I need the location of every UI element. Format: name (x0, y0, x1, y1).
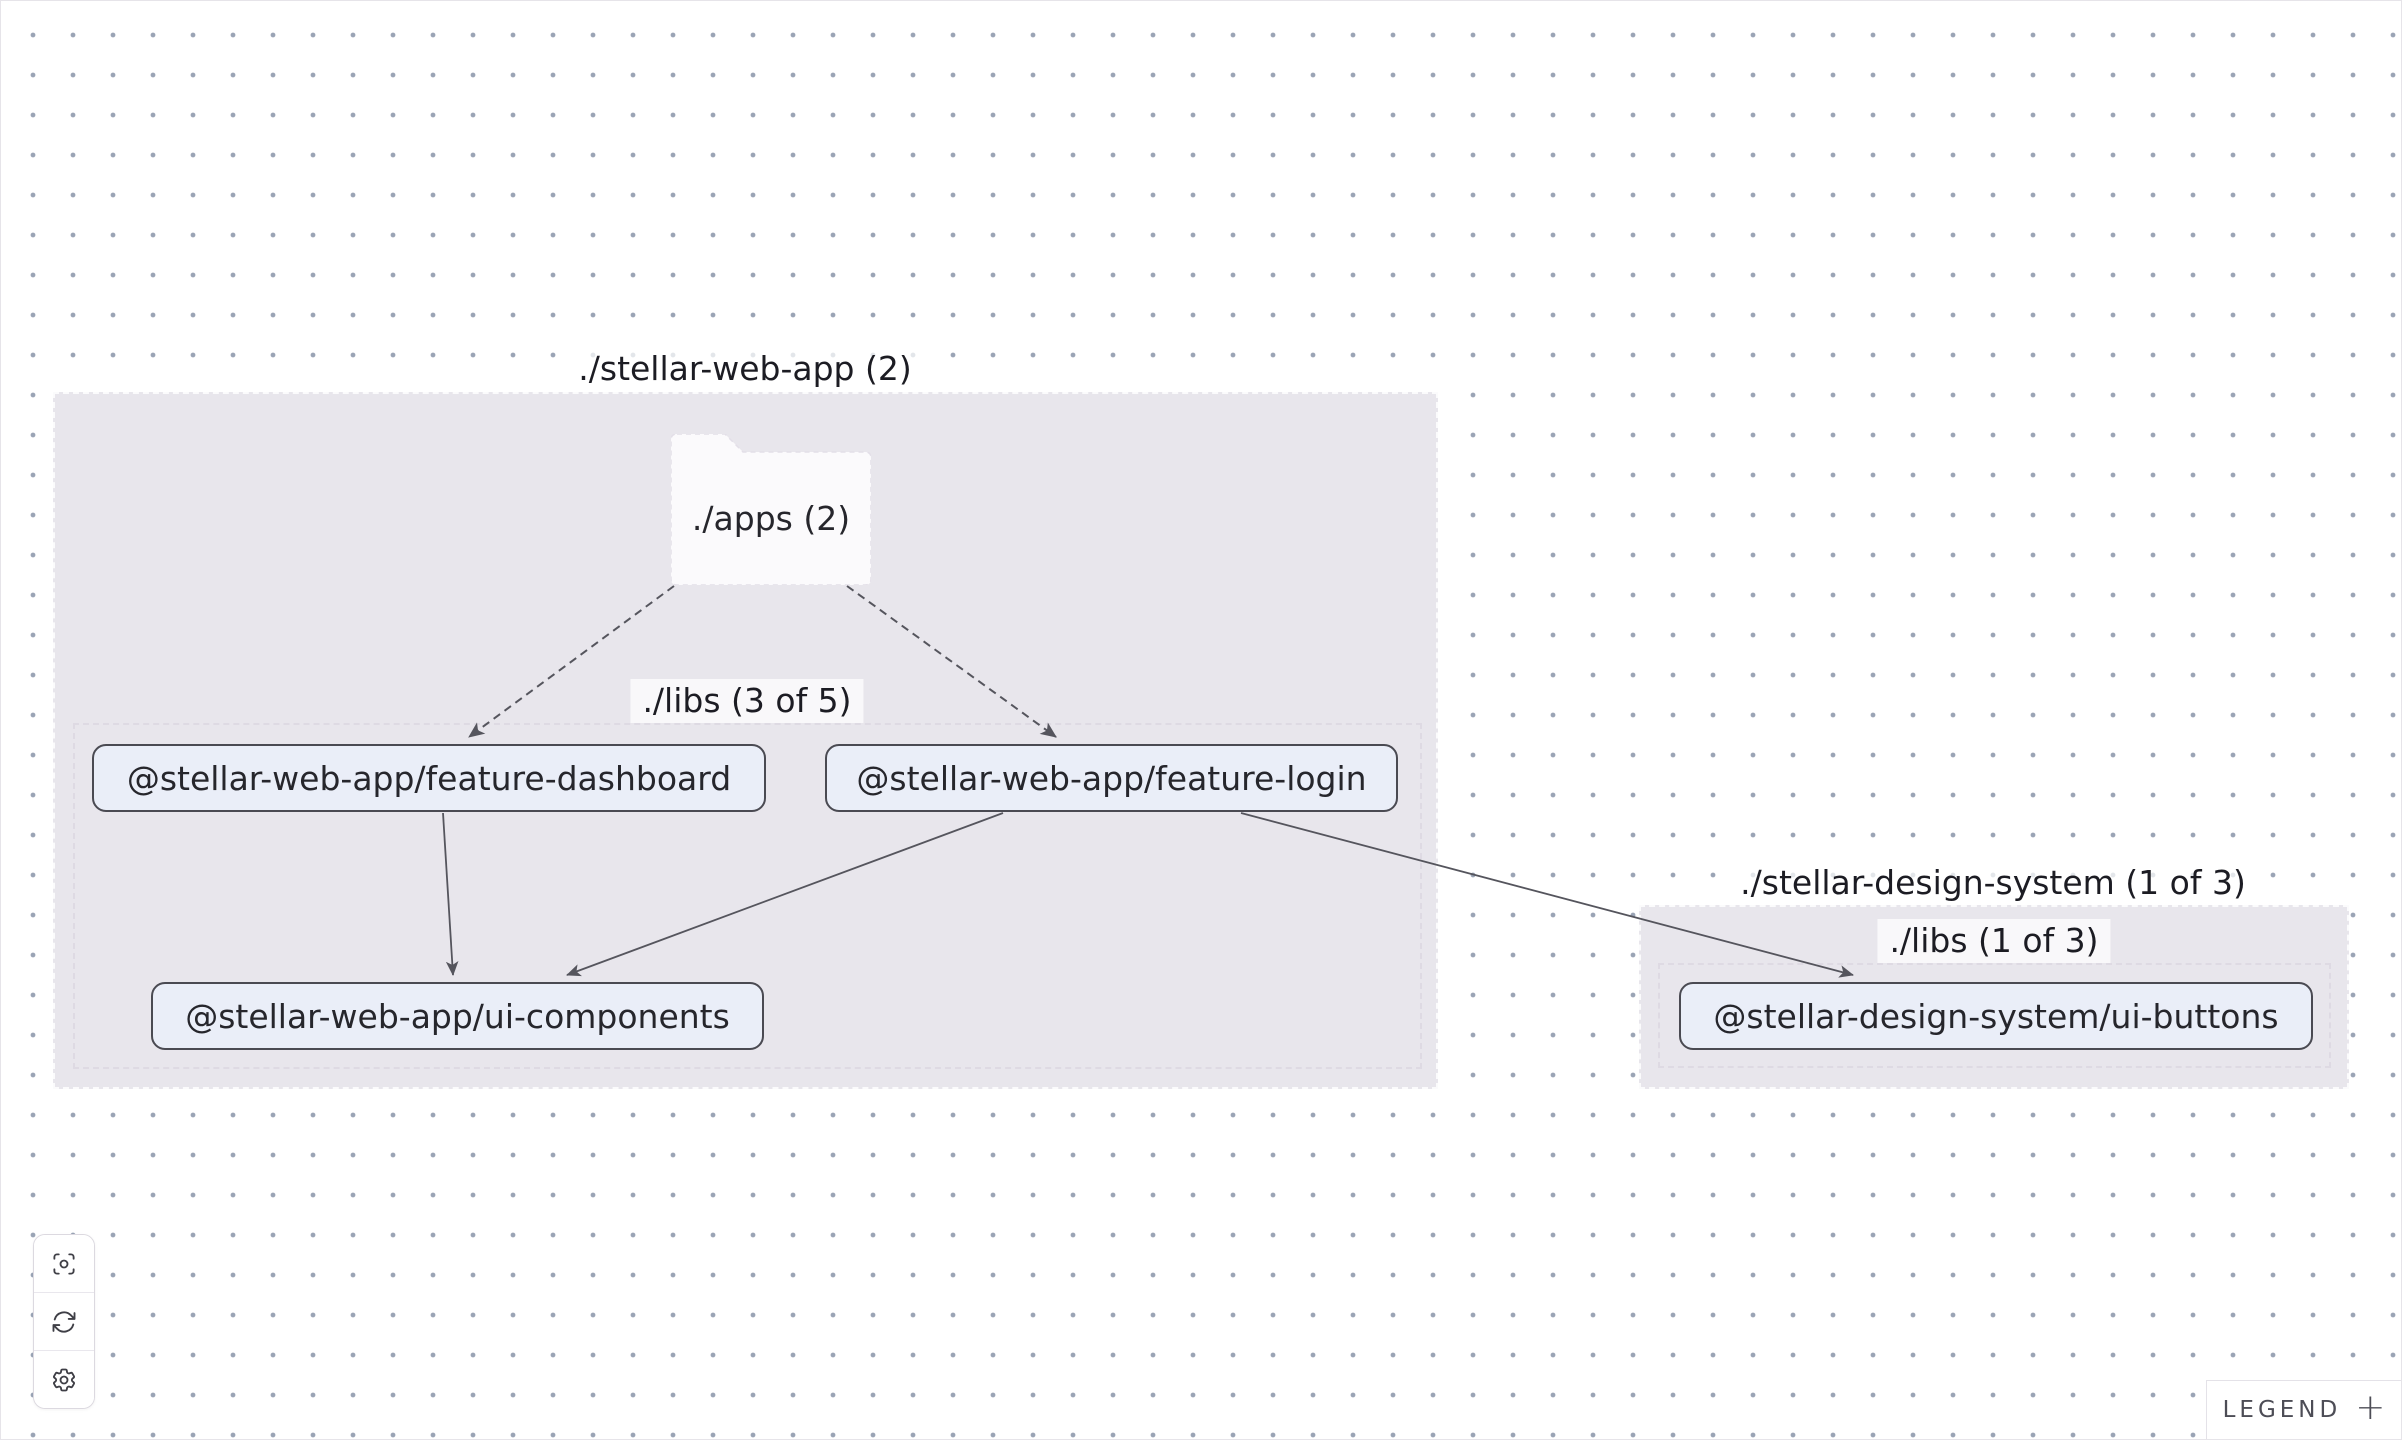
group-label-stellar-web-app: ./stellar-web-app (2) (566, 347, 924, 391)
focus-center-icon (53, 1252, 75, 1275)
canvas-toolbar (33, 1234, 95, 1409)
project-node-feature-login[interactable]: @stellar-web-app/feature-login (825, 744, 1398, 812)
folder-label-apps: ./apps (2) (691, 499, 851, 538)
refresh-layout-icon (52, 1310, 76, 1333)
subgroup-design-libs (1658, 963, 2331, 1068)
group-label-design-libs: ./libs (1 of 3) (1877, 919, 2111, 963)
refresh-layout-button[interactable] (34, 1292, 94, 1350)
group-label-web-libs: ./libs (3 of 5) (630, 679, 864, 723)
legend-toggle-button[interactable]: LEGEND + (2206, 1380, 2401, 1439)
legend-expand-plus-icon: + (2355, 1387, 2386, 1428)
settings-button[interactable] (34, 1350, 94, 1408)
project-node-feature-dashboard[interactable]: @stellar-web-app/feature-dashboard (92, 744, 766, 812)
legend-label: LEGEND (2222, 1397, 2342, 1423)
project-node-ui-components[interactable]: @stellar-web-app/ui-components (151, 982, 764, 1050)
project-node-ui-buttons[interactable]: @stellar-design-system/ui-buttons (1679, 982, 2313, 1050)
folder-node-apps[interactable]: ./apps (2) (671, 434, 871, 585)
settings-gear-icon (53, 1368, 75, 1391)
group-label-stellar-design-system: ./stellar-design-system (1 of 3) (1728, 861, 2258, 905)
focus-center-button[interactable] (34, 1235, 94, 1292)
